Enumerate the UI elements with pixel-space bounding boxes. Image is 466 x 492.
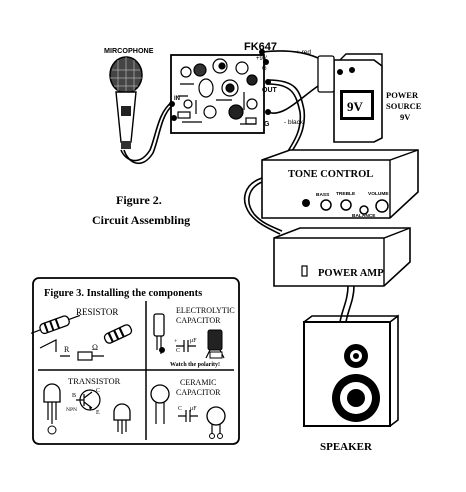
amp-to-speaker-cable-2 [345, 285, 355, 323]
microphone-label: MIRCOPHONE [104, 46, 154, 55]
resistor-symbol: R [64, 345, 70, 354]
pin-plus9v-label: +9V [256, 56, 267, 62]
tone-control-label: TONE CONTROL [288, 169, 373, 180]
ceramic-unit: μF [190, 406, 197, 412]
pcb-board [169, 49, 271, 134]
pin-in-label: IN [174, 96, 180, 102]
figure2-caption: Circuit Assembling [92, 213, 190, 227]
ceramic-title-1: CERAMIC [180, 378, 216, 387]
ceramic-title-2: CAPACITOR [176, 388, 221, 397]
speaker-label: SPEAKER [320, 441, 373, 453]
transistor-pin-e: E [96, 410, 100, 416]
electrolytic-plus: + [174, 339, 178, 345]
electrolytic-unit: μF [190, 338, 197, 344]
wiring [120, 50, 355, 323]
transistor-type: NPN [66, 407, 77, 413]
power-amp-unit [273, 227, 411, 287]
pin-g1-label: G [262, 66, 267, 72]
ceramic-capacitor-illustration [150, 384, 226, 439]
transistor-pin-c: C [96, 388, 100, 394]
out-cable [267, 79, 306, 161]
mic-cable-2 [123, 105, 173, 164]
transistor-pin-b: B [72, 393, 76, 399]
pin-g2-label: G [264, 121, 270, 128]
ceramic-symbol: C [178, 406, 182, 412]
amp-to-speaker-cable [339, 285, 349, 323]
resistor-illustration [30, 314, 133, 361]
tone-to-amp-cable-2 [248, 181, 283, 232]
power-amp-label: POWER AMP [318, 268, 384, 279]
tone-to-amp-cable [243, 177, 281, 235]
power-source-label-1: POWER [386, 90, 419, 100]
pin-out-label: OUT [262, 87, 278, 94]
red-wire-label: + red [296, 49, 311, 56]
knob-balance-label: BALANCE [352, 213, 376, 219]
electrolytic-title-2: CAPACITOR [176, 316, 221, 325]
tone-control-unit [261, 149, 419, 219]
black-wire-label: - black [284, 119, 304, 126]
transistor-title: TRANSISTOR [68, 376, 121, 386]
knob-bass-label: BASS [316, 192, 330, 198]
battery [317, 53, 383, 143]
electrolytic-symbol: C [176, 348, 180, 354]
power-source-label-3: 9V [400, 112, 411, 122]
electrolytic-title-1: ELECTROLYTIC [176, 306, 235, 315]
red-wire [261, 50, 319, 59]
battery-voltage: 9V [347, 99, 364, 114]
transistor-illustration [43, 383, 131, 435]
polarity-warning: Watch the polarity! [170, 362, 220, 368]
figure2-title: Figure 2. [116, 193, 162, 207]
knob-volume-label: VOLUME [368, 191, 389, 197]
black-wire [267, 85, 319, 114]
board-name: FK647 [244, 41, 277, 53]
figure3-title: Figure 3. Installing the components [44, 288, 202, 299]
speaker [303, 314, 399, 427]
microphone [109, 56, 143, 149]
knob-treble-label: TREBLE [336, 191, 356, 197]
electrolytic-capacitor-illustration [153, 313, 225, 359]
resistor-title: RESISTOR [76, 307, 118, 317]
power-source-label-2: SOURCE [386, 101, 422, 111]
resistor-unit: Ω [92, 343, 98, 352]
out-cable-2 [267, 83, 302, 161]
